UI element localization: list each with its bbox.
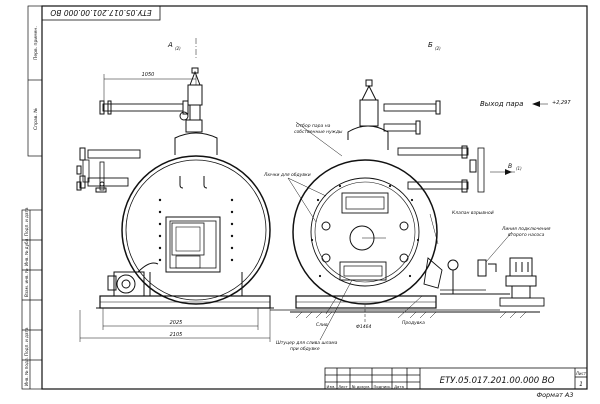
front-rivets bbox=[158, 198, 234, 262]
dim-base-outer: 2105 bbox=[170, 332, 183, 338]
label-blowdown: Продувка bbox=[402, 320, 425, 326]
side-view bbox=[270, 79, 545, 313]
dim-side-diameter: Ф1464 bbox=[356, 324, 371, 330]
arrow-b-head bbox=[505, 169, 512, 175]
top-drawing-code: ЕТУ.05.017.201.00.000 ВО bbox=[50, 8, 151, 17]
stamp-cell-replace-inv: Взам. инв. № bbox=[24, 268, 29, 297]
view-b-label: Б bbox=[428, 41, 433, 49]
label-elevation: +2,297 bbox=[552, 100, 571, 106]
front-dimensions bbox=[79, 38, 271, 342]
format-label: Формат А3 bbox=[536, 391, 573, 399]
side-rivets bbox=[310, 184, 420, 278]
title-col-date: Дата bbox=[394, 384, 404, 389]
side-stamp bbox=[21, 5, 43, 390]
title-col-doc: № докум. bbox=[352, 384, 371, 389]
label-nozzle-2: при обдувке bbox=[290, 346, 320, 352]
arrow-b-label: В bbox=[508, 163, 512, 170]
label-explosion-valve: Клапан взрывной bbox=[452, 210, 494, 216]
title-col-change: Изм. bbox=[327, 384, 336, 389]
label-drain: Слив bbox=[316, 322, 328, 328]
side-leaders bbox=[287, 103, 548, 341]
steam-outlet-arrow-icon bbox=[532, 101, 540, 107]
title-drawing-code: ЕТУ.05.017.201.00.000 ВО bbox=[440, 376, 555, 386]
label-steam-tap: Отбор пара на bbox=[296, 123, 331, 129]
title-col-sheet: Лист bbox=[338, 384, 348, 389]
stamp-cell-ref: Справ. № bbox=[33, 108, 39, 130]
label-pump-line-2: второго насоса bbox=[508, 233, 545, 238]
label-steam-outlet: Выход пара bbox=[480, 100, 523, 108]
dim-top-width: 1050 bbox=[142, 72, 155, 78]
dim-base-inner: 2025 bbox=[170, 320, 183, 326]
sheet-label: Лист bbox=[575, 371, 587, 376]
stamp-cell-inv-orig: Инв. № подл. bbox=[24, 357, 29, 386]
label-pump-line: Линия подключения bbox=[501, 226, 551, 232]
title-block bbox=[324, 367, 588, 390]
sheet-number: 1 bbox=[579, 381, 583, 388]
label-steam-tap-2: собственные нужды bbox=[294, 129, 343, 135]
stamp-cell-first-use: Перв. примен. bbox=[33, 26, 39, 60]
drawing-frame bbox=[41, 5, 588, 390]
stamp-cell-sign-date-2: Подп. и дата bbox=[24, 327, 29, 356]
view-b-scale: (2) bbox=[435, 46, 441, 51]
view-a-scale: (2) bbox=[175, 46, 181, 51]
front-view bbox=[76, 67, 274, 309]
title-col-sign: Подпись bbox=[373, 384, 391, 389]
label-nozzle: Штуцер для слива шлама bbox=[276, 340, 338, 346]
view-a-label: А bbox=[167, 41, 173, 49]
stamp-cell-inv-dup: Инв. № дубл. bbox=[24, 237, 29, 266]
ground-hatch bbox=[295, 311, 527, 319]
stamp-cell-sign-date-1: Подп. и дата bbox=[24, 207, 29, 236]
label-hatches: Лючки для обдувки bbox=[263, 172, 311, 178]
arrow-b-scale: (1) bbox=[516, 166, 522, 171]
